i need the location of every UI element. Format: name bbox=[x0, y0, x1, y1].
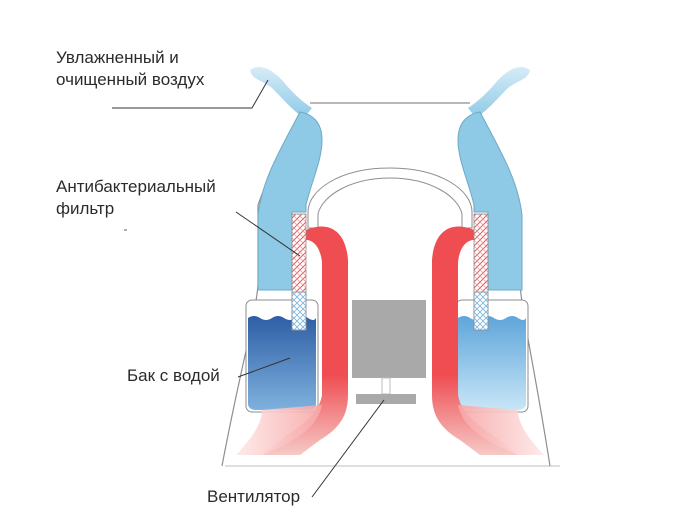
leader-filter bbox=[235, 211, 301, 257]
air-channel-right bbox=[457, 111, 523, 291]
antibacterial-filter-left-lower bbox=[291, 291, 307, 331]
label-antibacterial-filter-line2: фильтр bbox=[56, 199, 115, 218]
inner-dome bbox=[307, 167, 473, 229]
label-humidified-air: Увлажненный и очищенный воздух bbox=[56, 47, 204, 91]
leader-fan bbox=[311, 399, 385, 498]
air-channel-left bbox=[257, 111, 323, 291]
label-antibacterial-filter: Антибактериальный фильтр bbox=[56, 176, 216, 220]
steam-plume-left bbox=[250, 67, 312, 118]
antibacterial-filter-right-lower bbox=[473, 291, 489, 331]
water-tank-left bbox=[248, 316, 316, 410]
center-unit bbox=[352, 300, 426, 378]
heated-air-duct-left-fade bbox=[236, 405, 322, 455]
heated-air-duct-left bbox=[262, 226, 348, 455]
fan-shaft bbox=[381, 377, 391, 395]
label-humidified-air-line1: Увлажненный и bbox=[56, 48, 179, 67]
label-fan: Вентилятор bbox=[207, 487, 301, 506]
leader-air bbox=[112, 79, 269, 109]
fan-base bbox=[356, 394, 416, 404]
label-humidified-air-line2: очищенный воздух bbox=[56, 70, 205, 89]
heated-air-duct-right bbox=[432, 226, 518, 455]
stray-dot bbox=[124, 229, 127, 231]
water-tank-right bbox=[458, 316, 526, 410]
label-antibacterial-filter-line1: Антибактериальный bbox=[56, 177, 216, 196]
label-water-tank: Бак с водой bbox=[127, 366, 220, 385]
heated-air-duct-right-fade bbox=[458, 405, 544, 455]
leader-tank bbox=[237, 357, 291, 378]
steam-plume-right bbox=[468, 67, 530, 118]
